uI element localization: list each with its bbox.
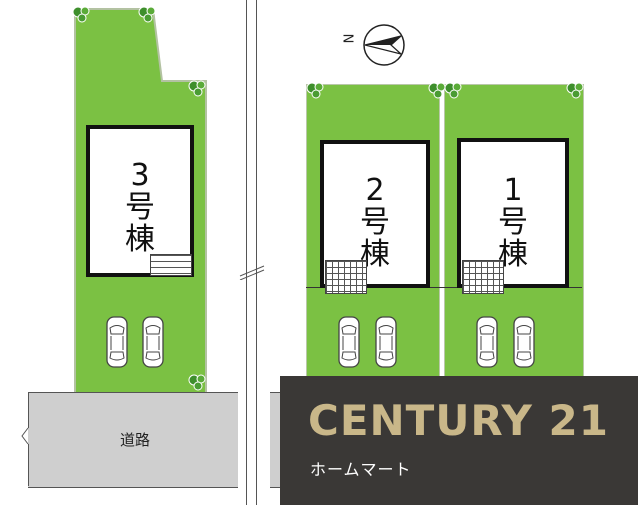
road-label: 道路 xyxy=(120,431,151,449)
road-right-segment xyxy=(270,392,282,488)
house-1-deck xyxy=(462,260,504,294)
road-left-edge-lower xyxy=(28,444,29,486)
road-line-right xyxy=(256,0,257,505)
shrub-icon xyxy=(188,80,206,97)
shrub-icon xyxy=(566,82,584,99)
car-icon xyxy=(513,316,535,368)
road-break-mark xyxy=(239,265,265,280)
shrub-icon xyxy=(138,6,156,23)
car-icon xyxy=(375,316,397,368)
house-1-number: 1 xyxy=(503,173,523,208)
logo-brand: CENTURY 21 xyxy=(308,396,609,445)
house-3-stairs xyxy=(150,254,192,276)
road-line-left xyxy=(246,0,247,505)
road: 道路 xyxy=(28,392,238,488)
shrub-icon xyxy=(444,82,462,99)
century21-logo: CENTURY 21 ホームマート xyxy=(280,376,638,505)
road-edge-break xyxy=(21,427,29,445)
house-2-number: 2 xyxy=(365,173,385,208)
compass-icon xyxy=(363,24,405,66)
lot-divider-line xyxy=(306,287,582,288)
car-icon xyxy=(338,316,360,368)
house-2-go: 号 xyxy=(360,205,390,240)
shrub-icon xyxy=(306,82,324,99)
compass-letter: N xyxy=(342,33,358,44)
house-3-go: 号 xyxy=(125,190,155,225)
car-icon xyxy=(106,316,128,368)
house-3-footprint: 3 号 棟 xyxy=(86,125,194,277)
house-2-deck xyxy=(325,260,367,294)
house-1-go: 号 xyxy=(498,205,528,240)
car-icon xyxy=(142,316,164,368)
shrub-icon xyxy=(72,6,90,23)
house-3-number: 3 xyxy=(130,158,150,193)
road-left-edge xyxy=(28,392,29,428)
house-1-footprint: 1 号 棟 xyxy=(457,138,569,288)
shrub-icon xyxy=(188,374,206,391)
house-3-to: 棟 xyxy=(125,222,155,257)
car-icon xyxy=(476,316,498,368)
logo-subtitle: ホームマート xyxy=(310,460,412,479)
